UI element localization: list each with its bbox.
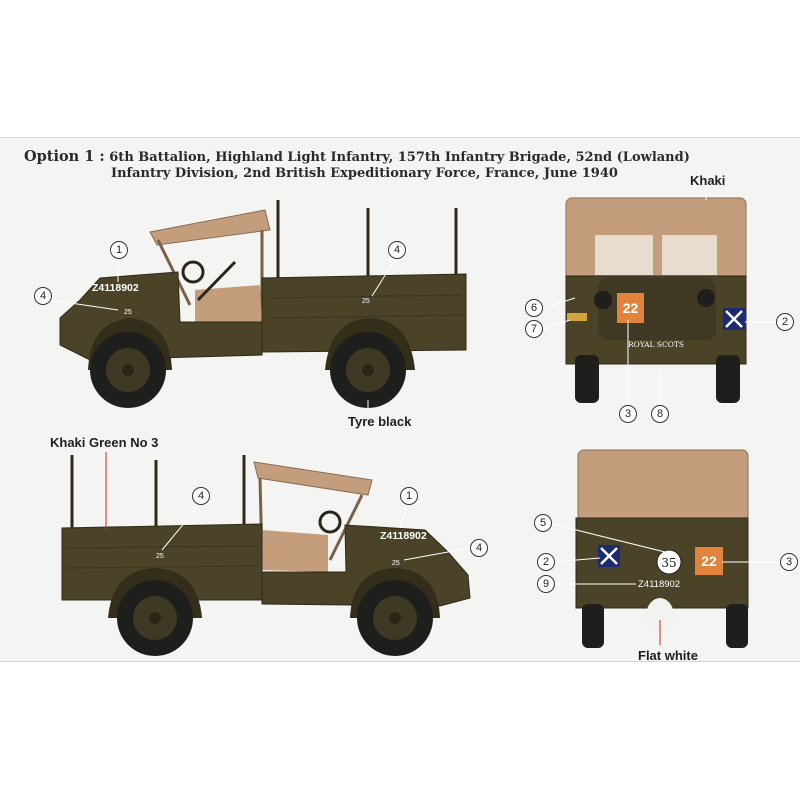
headlamp-right <box>697 289 715 307</box>
folded-canopy <box>149 209 271 246</box>
rear-view: 35 22 Z4118902 <box>547 449 780 648</box>
callout-4: 4 <box>34 287 52 305</box>
rear-canopy <box>577 449 749 523</box>
rear-tyre-right <box>726 604 748 648</box>
label-tyre-black: Tyre black <box>348 414 412 429</box>
bridge-class-bonnet: 25 <box>124 309 132 316</box>
callout-4: 4 <box>192 487 210 505</box>
flat-white-patch <box>646 598 674 634</box>
front-tyre-right <box>716 355 740 403</box>
option-label: Option 1 : <box>24 148 105 165</box>
top-margin <box>0 0 800 137</box>
unit-title-text: ROYAL SCOTS <box>628 340 684 349</box>
option-title: Option 1 : 6th Battalion, Highland Light… <box>24 148 690 181</box>
unit-sign-front-number: 22 <box>623 300 639 316</box>
registration-number-2: Z4118902 <box>380 530 427 542</box>
folded-canopy-2 <box>253 461 373 496</box>
headlamp-left <box>594 291 612 309</box>
unit-sign-rear <box>695 547 723 575</box>
callout-5: 5 <box>534 514 552 532</box>
bridge-class-body: 25 <box>362 298 370 305</box>
rear-tyre-left <box>582 604 604 648</box>
windscreen-left <box>595 235 653 275</box>
unit-sign-rear-number: 22 <box>701 553 717 569</box>
seat-area <box>195 285 262 328</box>
vehicle-number-disc <box>656 549 682 575</box>
title-line-2: Infantry Division, 2nd British Expeditio… <box>111 166 618 181</box>
label-khaki: Khaki <box>690 173 726 188</box>
title-line-1: 6th Battalion, Highland Light Infantry, … <box>109 150 690 165</box>
callout-2: 2 <box>537 553 555 571</box>
label-flat-white: Flat white <box>638 648 698 663</box>
seat-area-2 <box>262 530 328 572</box>
label-khaki-green: Khaki Green No 3 <box>50 435 159 450</box>
unit-sign-front <box>617 293 644 323</box>
front-tyre-left <box>575 355 599 403</box>
callout-3: 3 <box>780 553 798 571</box>
callout-9: 9 <box>537 575 555 593</box>
callout-3: 3 <box>619 405 637 423</box>
rifle <box>196 260 237 302</box>
lamp-amber <box>567 313 587 321</box>
callout-2: 2 <box>776 313 794 331</box>
callout-1: 1 <box>400 487 418 505</box>
bridge-class-body-2: 25 <box>156 553 164 560</box>
grille-area <box>598 278 716 340</box>
callout-6: 6 <box>525 299 543 317</box>
callout-4: 4 <box>470 539 488 557</box>
side-view-left: Z4118902 25 25 <box>49 200 467 410</box>
bridge-class-bonnet-2: 25 <box>392 560 400 567</box>
steering-wheel <box>181 260 205 284</box>
callout-1: 1 <box>110 241 128 259</box>
callout-8: 8 <box>651 405 669 423</box>
registration-number: Z4118902 <box>92 282 139 294</box>
side-view-right: Z4118902 25 25 <box>61 452 471 656</box>
callout-7: 7 <box>525 320 543 338</box>
windscreen-right <box>662 235 717 275</box>
vehicle-number: 35 <box>661 556 676 570</box>
registration-number-rear: Z4118902 <box>638 579 680 590</box>
steering-wheel-2 <box>318 510 342 534</box>
callout-4: 4 <box>388 241 406 259</box>
front-view: 22 ROYAL SCOTS <box>543 188 776 404</box>
